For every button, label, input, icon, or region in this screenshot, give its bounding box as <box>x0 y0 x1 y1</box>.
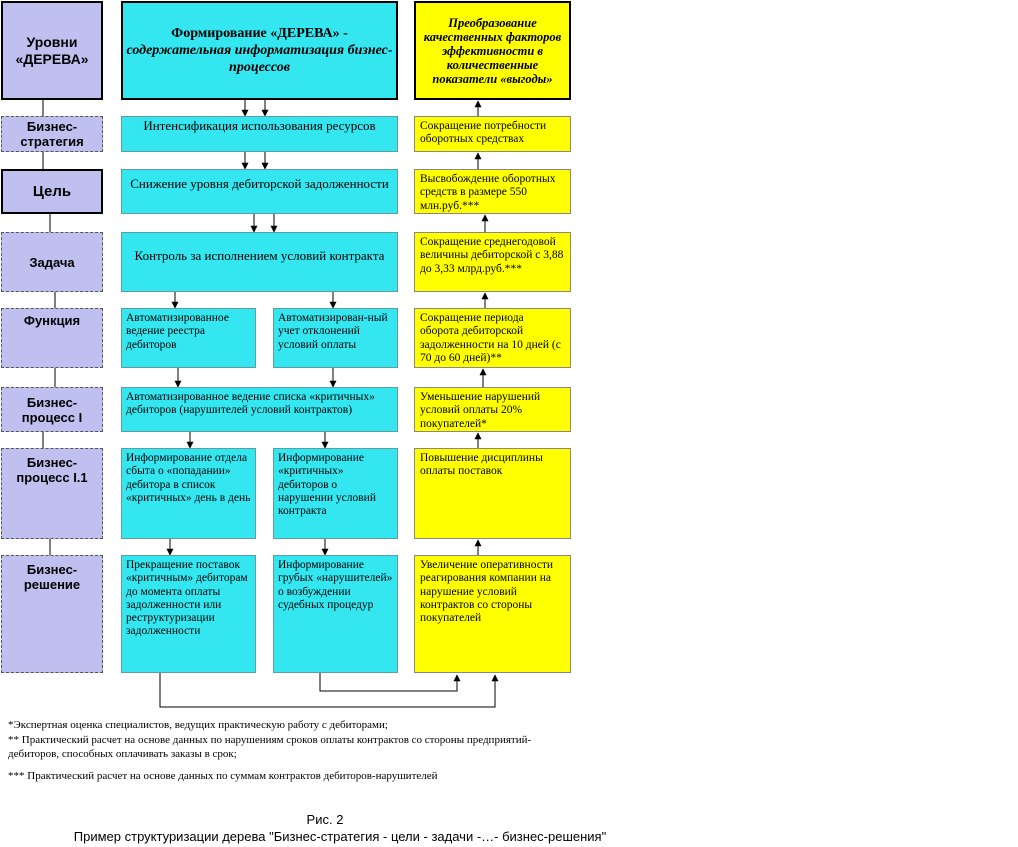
level-function-label: Функция <box>23 313 81 328</box>
level-task-label: Задача <box>29 254 75 270</box>
benefit-function-text: Сокращение периода оборота дебиторской з… <box>420 312 561 364</box>
level-process11-label: Бизнес-процесс I.1 <box>16 455 88 485</box>
benefit-task-text: Сокращение среднегодовой величины дебито… <box>420 236 564 275</box>
node-strategy-text: Интенсификация использования ресурсов <box>143 118 376 133</box>
footnote-3: *** Практический расчет на основе данных… <box>8 770 438 782</box>
level-process1: Бизнес-процесс I <box>1 387 103 432</box>
node-goal-text: Снижение уровня дебиторской задолженност… <box>130 176 389 191</box>
level-process1-label: Бизнес-процесс I <box>21 394 83 425</box>
benefit-function: Сокращение периода оборота дебиторской з… <box>414 308 571 368</box>
benefit-solution-text: Увеличение оперативности реагирования ко… <box>420 559 554 625</box>
benefit-solution: Увеличение оперативности реагирования ко… <box>414 555 571 673</box>
header-conversion-text: Преобразование качественных факторов эфф… <box>423 15 562 86</box>
node-solution-left: Прекращение поставок «критичным» дебитор… <box>121 555 256 673</box>
node-solution-right-text: Информирование грубых «нарушителей» о во… <box>278 559 393 611</box>
node-process1: Автоматизированное ведение списка «крити… <box>121 387 398 432</box>
benefit-goal-text: Высвобождение оборотных средств в размер… <box>420 173 556 212</box>
node-process11-right: Информирование «критичных» дебиторов о н… <box>273 448 398 539</box>
level-solution-label: Бизнес-решение <box>23 562 81 592</box>
node-solution-right: Информирование грубых «нарушителей» о во… <box>273 555 398 673</box>
benefit-process1: Уменьшение нарушений условий оплаты 20% … <box>414 387 571 432</box>
benefit-strategy-text: Сокращение потребности оборотных средств… <box>420 120 547 146</box>
benefit-process11: Повышение дисциплины оплаты поставок <box>414 448 571 539</box>
benefit-task: Сокращение среднегодовой величины дебито… <box>414 232 571 292</box>
header-formation-line2: содержательная информатизация бизнес-про… <box>126 43 393 75</box>
level-strategy: Бизнес-стратегия <box>1 116 103 152</box>
figure-number: Рис. 2 <box>306 812 344 827</box>
node-solution-left-text: Прекращение поставок «критичным» дебитор… <box>126 559 248 638</box>
node-strategy: Интенсификация использования ресурсов <box>121 116 398 152</box>
level-solution: Бизнес-решение <box>1 555 103 673</box>
node-function-right-text: Автоматизирован-ный учет отклонений усло… <box>278 312 388 351</box>
level-process11: Бизнес-процесс I.1 <box>1 448 103 539</box>
benefit-strategy: Сокращение потребности оборотных средств… <box>414 116 571 152</box>
benefit-process11-text: Повышение дисциплины оплаты поставок <box>420 452 543 478</box>
footnote-2b: дебиторов, способных оплачивать заказы в… <box>8 748 237 760</box>
level-goal: Цель <box>1 169 103 214</box>
node-function-right: Автоматизирован-ный учет отклонений усло… <box>273 308 398 368</box>
footnote-1: *Экспертная оценка специалистов, ведущих… <box>8 719 388 731</box>
footnote-2a: ** Практический расчет на основе данных … <box>8 734 532 746</box>
node-task-text: Контроль за исполнением условий контракт… <box>134 248 385 263</box>
header-formation: Формирование «ДЕРЕВА» - содержательная и… <box>121 1 398 100</box>
node-task: Контроль за исполнением условий контракт… <box>121 232 398 292</box>
header-levels: Уровни «ДЕРЕВА» <box>1 1 103 100</box>
level-function: Функция <box>1 308 103 368</box>
header-levels-text: Уровни «ДЕРЕВА» <box>15 33 89 67</box>
node-process11-left-text: Информирование отдела сбыта о «попадании… <box>126 452 251 504</box>
figure-caption: Пример структуризации дерева "Бизнес-стр… <box>73 829 607 844</box>
level-task: Задача <box>1 232 103 292</box>
node-process11-right-text: Информирование «критичных» дебиторов о н… <box>278 452 376 518</box>
header-conversion: Преобразование качественных факторов эфф… <box>414 1 571 100</box>
benefit-goal: Высвобождение оборотных средств в размер… <box>414 169 571 214</box>
node-function-left: Автоматизированное ведение реестра дебит… <box>121 308 256 368</box>
benefit-process1-text: Уменьшение нарушений условий оплаты 20% … <box>420 391 541 430</box>
header-formation-line1: Формирование «ДЕРЕВА» - <box>171 26 348 41</box>
level-goal-label: Цель <box>32 183 72 200</box>
node-function-left-text: Автоматизированное ведение реестра дебит… <box>126 312 229 351</box>
node-process1-text: Автоматизированное ведение списка «крити… <box>126 391 375 417</box>
node-process11-left: Информирование отдела сбыта о «попадании… <box>121 448 256 539</box>
node-goal: Снижение уровня дебиторской задолженност… <box>121 169 398 214</box>
level-strategy-label: Бизнес-стратегия <box>20 119 84 149</box>
